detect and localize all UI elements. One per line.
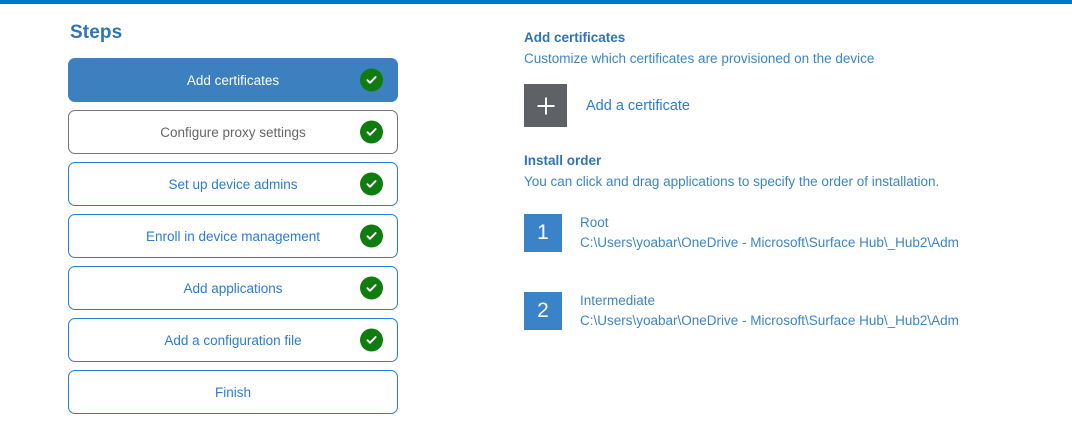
step-label: Set up device admins (168, 176, 298, 192)
step-button-add-certificates[interactable]: Add certificates (68, 58, 398, 102)
add-certificate-row: Add a certificate (524, 84, 1072, 127)
section-subheading-install-order: You can click and drag applications to s… (524, 174, 940, 189)
step-label: Add applications (183, 280, 283, 296)
step-button-configure-proxy-settings[interactable]: Configure proxy settings (68, 110, 398, 154)
check-icon (360, 120, 383, 144)
step-button-finish[interactable]: Finish (68, 370, 398, 414)
check-icon (360, 328, 383, 352)
top-accent-bar (0, 0, 1072, 4)
page-body: Steps Add certificates Configure proxy s… (0, 4, 1072, 443)
list-item[interactable]: 2 Intermediate C:\Users\yoabar\OneDrive … (524, 291, 1072, 331)
check-icon (360, 276, 383, 300)
check-icon (360, 68, 383, 92)
section-subheading-add-certificates: Customize which certificates are provisi… (524, 51, 875, 66)
order-item-text: Root C:\Users\yoabar\OneDrive - Microsof… (580, 213, 959, 253)
order-number-badge: 1 (524, 214, 562, 252)
step-button-set-up-device-admins[interactable]: Set up device admins (68, 162, 398, 206)
step-button-add-a-configuration-file[interactable]: Add a configuration file (68, 318, 398, 362)
section-heading-add-certificates: Add certificates (524, 30, 626, 45)
install-order-list: 1 Root C:\Users\yoabar\OneDrive - Micros… (524, 213, 1072, 331)
section-heading-install-order: Install order (524, 153, 602, 168)
order-number-badge: 2 (524, 292, 562, 330)
step-label: Add a configuration file (164, 332, 302, 348)
plus-icon[interactable] (524, 84, 567, 127)
list-item[interactable]: 1 Root C:\Users\yoabar\OneDrive - Micros… (524, 213, 1072, 253)
step-label: Finish (214, 384, 251, 400)
step-button-enroll-in-device-management[interactable]: Enroll in device management (68, 214, 398, 258)
add-certificate-button[interactable]: Add a certificate (586, 97, 690, 114)
check-icon (360, 172, 383, 196)
certificate-path: C:\Users\yoabar\OneDrive - Microsoft\Sur… (580, 313, 959, 328)
steps-panel: Steps Add certificates Configure proxy s… (68, 22, 398, 422)
step-button-add-applications[interactable]: Add applications (68, 266, 398, 310)
step-label: Enroll in device management (145, 228, 321, 244)
install-order-section: Install order You can click and drag app… (524, 153, 1072, 189)
step-label: Configure proxy settings (160, 124, 306, 140)
certificate-name: Root (580, 215, 609, 230)
order-item-text: Intermediate C:\Users\yoabar\OneDrive - … (580, 291, 959, 331)
certificate-path: C:\Users\yoabar\OneDrive - Microsoft\Sur… (580, 235, 959, 250)
certificate-name: Intermediate (580, 293, 656, 308)
check-icon (360, 224, 383, 248)
step-label: Add certificates (186, 72, 280, 88)
detail-panel: Add certificates Customize which certifi… (524, 30, 1072, 369)
page-title: Steps (70, 22, 123, 43)
